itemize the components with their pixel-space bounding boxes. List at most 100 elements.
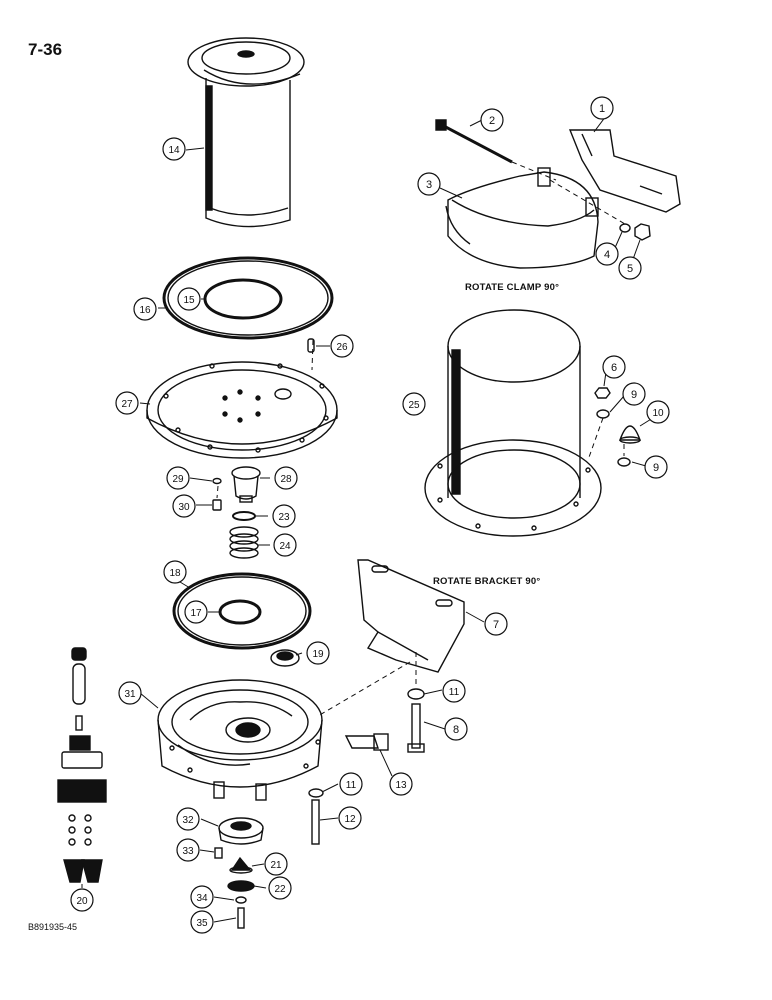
seal-ring-part-17 bbox=[218, 599, 262, 625]
callout-label: 5 bbox=[627, 263, 633, 275]
callout-label: 9 bbox=[653, 462, 659, 474]
callout-label: 13 bbox=[395, 780, 407, 791]
figure-code: B891935-45 bbox=[28, 922, 78, 932]
callout-32: 32 bbox=[176, 807, 200, 831]
callout-label: 27 bbox=[121, 399, 133, 410]
callout-label: 3 bbox=[426, 179, 432, 191]
gasket-part-16 bbox=[162, 256, 334, 340]
callout-label: 20 bbox=[76, 896, 88, 907]
callout-25: 25 bbox=[402, 392, 426, 416]
callout-26: 26 bbox=[330, 334, 354, 358]
washer-part-22 bbox=[227, 880, 255, 892]
washer-part-34 bbox=[235, 896, 247, 904]
callout-5: 5 bbox=[618, 256, 642, 280]
callout-21: 21 bbox=[264, 852, 288, 876]
callout-13: 13 bbox=[389, 772, 413, 796]
bolt-part-8 bbox=[407, 703, 425, 753]
callout-24: 24 bbox=[273, 533, 297, 557]
screw-part-30 bbox=[212, 499, 222, 511]
callout-15: 15 bbox=[177, 287, 201, 311]
callout-label: 19 bbox=[312, 649, 324, 660]
washer-part-9b bbox=[617, 457, 631, 467]
diaphragm-part-21 bbox=[229, 856, 253, 874]
callout-label: 15 bbox=[183, 295, 195, 306]
callout-label: 8 bbox=[453, 724, 459, 736]
valve-part-28 bbox=[231, 466, 261, 503]
callout-label: 10 bbox=[652, 408, 664, 419]
switch-kit-part-20 bbox=[57, 647, 107, 883]
callout-label: 11 bbox=[449, 687, 460, 698]
callout-12: 12 bbox=[338, 806, 362, 830]
callout-3: 3 bbox=[417, 172, 441, 196]
callout-label: 26 bbox=[336, 342, 348, 353]
callout-label: 28 bbox=[280, 474, 292, 485]
callout-9b: 9 bbox=[644, 455, 668, 479]
callout-label: 33 bbox=[182, 846, 194, 857]
callout-1: 1 bbox=[590, 96, 614, 120]
cap-nut-part-10 bbox=[619, 425, 641, 444]
callout-10: 10 bbox=[646, 400, 670, 424]
callout-label: 29 bbox=[172, 474, 184, 485]
callout-35: 35 bbox=[190, 910, 214, 934]
bolt-part-33 bbox=[214, 847, 223, 859]
callouts: 1 2 3 4 5 6 7 8 9 9 10 11 11 12 13 14 15… bbox=[70, 96, 670, 934]
callout-label: 34 bbox=[196, 893, 208, 904]
callout-label: 4 bbox=[604, 249, 610, 261]
shroud-part-25 bbox=[424, 309, 602, 537]
callout-28: 28 bbox=[274, 466, 298, 490]
note-rotate-clamp: ROTATE CLAMP 90° bbox=[465, 282, 560, 293]
seal-ring-part-15 bbox=[203, 278, 283, 320]
spring-part-24 bbox=[229, 526, 259, 559]
callout-18: 18 bbox=[163, 560, 187, 584]
callout-7: 7 bbox=[484, 612, 508, 636]
callout-label: 2 bbox=[489, 115, 495, 127]
cover-part-32 bbox=[218, 817, 264, 845]
callout-16: 16 bbox=[133, 297, 157, 321]
callout-label: 12 bbox=[344, 814, 356, 825]
callout-label: 24 bbox=[279, 541, 291, 552]
callout-label: 31 bbox=[124, 689, 136, 700]
callout-31: 31 bbox=[118, 681, 142, 705]
callout-label: 7 bbox=[493, 619, 499, 631]
callout-label: 16 bbox=[139, 305, 151, 316]
callout-4: 4 bbox=[595, 242, 619, 266]
callout-label: 22 bbox=[274, 884, 286, 895]
callout-label: 32 bbox=[182, 815, 194, 826]
callout-17: 17 bbox=[184, 600, 208, 624]
callout-label: 30 bbox=[178, 502, 190, 513]
callout-14: 14 bbox=[162, 137, 186, 161]
callout-33: 33 bbox=[176, 838, 200, 862]
callout-8: 8 bbox=[444, 717, 468, 741]
callout-29: 29 bbox=[166, 466, 190, 490]
callout-label: 35 bbox=[196, 918, 208, 929]
clamp-band-part-3 bbox=[445, 167, 599, 269]
nut-part-5 bbox=[634, 223, 651, 241]
washer-part-9a bbox=[596, 409, 610, 419]
gasket-part-18 bbox=[172, 572, 312, 650]
bolt-part-12 bbox=[311, 799, 320, 845]
filter-head-part-31 bbox=[157, 679, 323, 801]
callout-20: 20 bbox=[70, 888, 94, 912]
callout-11a: 11 bbox=[442, 679, 466, 703]
sensor-part-13 bbox=[344, 733, 389, 751]
screw-part-35 bbox=[237, 907, 245, 929]
callout-34: 34 bbox=[190, 885, 214, 909]
callout-27: 27 bbox=[115, 391, 139, 415]
callout-label: 25 bbox=[408, 400, 420, 411]
callout-6: 6 bbox=[602, 355, 626, 379]
washer-part-11b bbox=[308, 788, 324, 798]
callout-9a: 9 bbox=[622, 382, 646, 406]
callout-11b: 11 bbox=[339, 772, 363, 796]
callout-label: 9 bbox=[631, 389, 637, 401]
callout-label: 11 bbox=[346, 780, 357, 791]
callout-label: 6 bbox=[611, 362, 617, 374]
callout-label: 14 bbox=[168, 145, 180, 156]
o-ring-part-23 bbox=[232, 511, 256, 521]
page-number: 7-36 bbox=[28, 40, 63, 59]
callout-22: 22 bbox=[268, 876, 292, 900]
callout-label: 23 bbox=[278, 512, 290, 523]
callout-label: 18 bbox=[169, 568, 181, 579]
washer-part-4 bbox=[619, 223, 631, 233]
callout-23: 23 bbox=[272, 504, 296, 528]
